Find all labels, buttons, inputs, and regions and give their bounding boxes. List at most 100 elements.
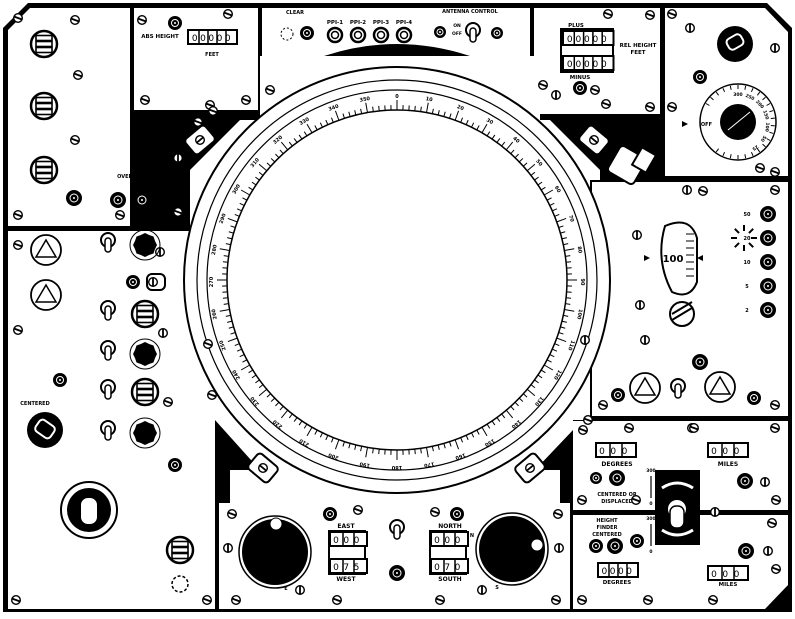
bearing-tick — [225, 243, 231, 246]
screw-slot — [332, 597, 342, 603]
screw-icon — [223, 543, 233, 553]
screw-icon — [208, 106, 218, 116]
handwheel-crank[interactable] — [530, 538, 544, 552]
jack-connector[interactable] — [611, 388, 625, 402]
bearing-tick — [298, 420, 303, 426]
jack-connector[interactable] — [630, 534, 644, 548]
jack-connector[interactable] — [693, 70, 707, 84]
bearing-label: 340 — [328, 103, 340, 112]
screw-icon — [227, 509, 237, 519]
north-south-handwheel[interactable] — [479, 516, 545, 582]
counter-frame — [595, 442, 637, 458]
jack-connector[interactable] — [609, 470, 625, 486]
jack-connector[interactable] — [53, 373, 67, 387]
screw-slot — [598, 402, 608, 408]
screw-slot — [770, 425, 780, 431]
jack-connector[interactable] — [760, 230, 776, 246]
east-west-handwheel[interactable] — [242, 519, 308, 585]
jack-connector[interactable] — [760, 278, 776, 294]
bearing-tick — [223, 255, 229, 257]
bearing-label: 180 — [391, 464, 402, 470]
jack-connector[interactable] — [760, 254, 776, 270]
bearing-tick — [293, 138, 298, 143]
range-dial-mark: 25 — [751, 143, 760, 152]
jack-connector[interactable] — [760, 302, 776, 318]
jack-connector[interactable] — [747, 391, 761, 405]
counter-frame — [329, 558, 368, 574]
jack-connector[interactable] — [66, 190, 82, 206]
jack-connector[interactable] — [168, 458, 182, 472]
bearing-tick — [251, 374, 257, 379]
toggle-switch[interactable] — [100, 232, 116, 253]
jack-connector[interactable] — [134, 192, 150, 208]
jack-connector[interactable] — [300, 26, 314, 40]
ppi-select-button[interactable] — [395, 26, 413, 44]
jack-connector[interactable] — [573, 81, 587, 95]
jack-connector[interactable] — [110, 192, 126, 208]
jack-pin — [595, 477, 597, 479]
jack-connector[interactable] — [323, 507, 337, 521]
toggle-switch[interactable] — [465, 22, 481, 43]
counter-frame — [707, 565, 749, 581]
clear-selector[interactable] — [280, 27, 294, 41]
toggle-lever — [104, 305, 112, 321]
screw-icon — [265, 85, 275, 95]
knurled-knob[interactable] — [133, 342, 157, 366]
jack-connector[interactable] — [589, 539, 603, 553]
jack-connector[interactable] — [760, 206, 776, 222]
screw-slot — [223, 11, 233, 17]
bearing-tick — [561, 237, 567, 240]
grille-bar — [136, 388, 154, 396]
bearing-label: 60 — [553, 185, 562, 194]
screw-icon — [755, 163, 765, 173]
screw-icon — [767, 518, 777, 528]
knurled-knob[interactable] — [133, 233, 157, 257]
south-label: SOUTH — [438, 576, 461, 583]
ppi-select-button[interactable] — [326, 26, 344, 44]
jack-connector[interactable] — [126, 275, 140, 289]
jack-connector[interactable] — [434, 26, 446, 38]
jack-connector[interactable] — [738, 543, 754, 559]
bearing-tick — [303, 423, 308, 429]
knurled-knob[interactable] — [133, 421, 157, 445]
screw-slot — [538, 82, 548, 88]
joystick-handle[interactable] — [79, 496, 99, 526]
bearing-tick — [476, 125, 480, 131]
jack-connector[interactable] — [590, 472, 602, 484]
screw-slot — [13, 327, 23, 333]
bearing-tick — [270, 158, 276, 163]
ppi-select-button[interactable] — [372, 26, 390, 44]
bearing-tick — [465, 435, 469, 441]
jack-ring — [740, 476, 750, 486]
bearing-tick — [334, 110, 340, 121]
cursor-knob[interactable] — [630, 145, 658, 175]
selector-knob[interactable] — [171, 575, 189, 593]
jack-connector[interactable] — [168, 16, 182, 30]
handwheel-crank[interactable] — [269, 517, 283, 531]
jack-connector[interactable] — [389, 565, 405, 581]
jack-connector[interactable] — [607, 538, 623, 554]
screw-slot — [265, 87, 275, 93]
centering-selector-knob[interactable] — [27, 412, 63, 448]
jack-ring — [695, 357, 705, 367]
jack-connector[interactable] — [491, 27, 503, 39]
jack-connector[interactable] — [692, 354, 708, 370]
ppi-select-button[interactable] — [349, 26, 367, 44]
offcenter-joystick-handle[interactable] — [669, 505, 685, 529]
bearing-tick — [279, 406, 284, 411]
toggle-switch[interactable] — [100, 340, 116, 361]
toggle-switch[interactable] — [100, 300, 116, 321]
toggle-switch[interactable] — [100, 420, 116, 441]
jack-connector[interactable] — [737, 473, 753, 489]
displaced-label: DISPLACED — [601, 499, 633, 505]
jack-connector[interactable] — [450, 507, 464, 521]
bearing-tick — [564, 248, 575, 251]
intensity-knob[interactable] — [717, 26, 753, 62]
jack-ring — [741, 546, 751, 556]
toggle-switch[interactable] — [100, 379, 116, 400]
toggle-switch[interactable] — [670, 378, 686, 399]
bearing-tick — [258, 388, 268, 397]
abs-height-counter-value: 00000 — [192, 34, 233, 44]
toggle-switch[interactable] — [389, 519, 405, 540]
bearing-label: 100 — [575, 308, 583, 320]
